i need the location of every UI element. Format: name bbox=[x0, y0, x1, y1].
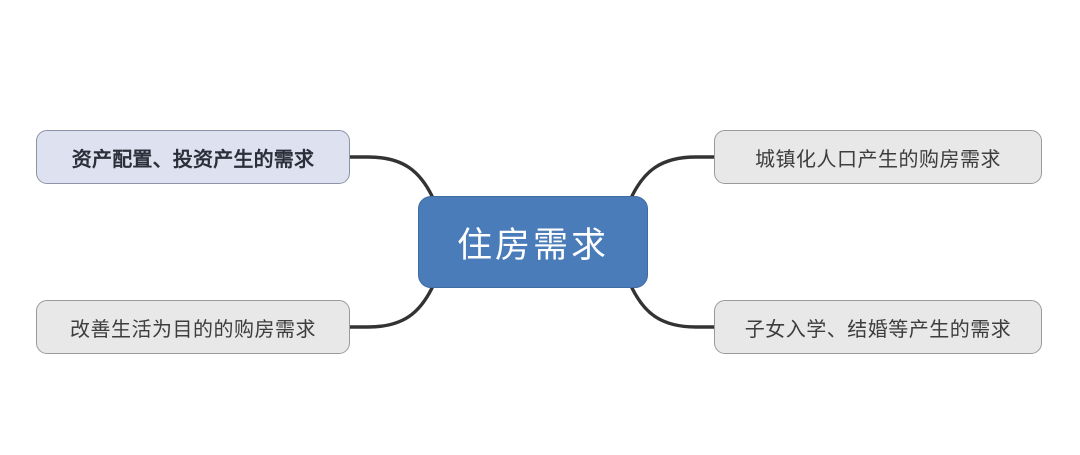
connector-top-left bbox=[348, 155, 434, 198]
branch-node-bottom-left[interactable]: 改善生活为目的的购房需求 bbox=[36, 300, 350, 354]
branch-node-top-right[interactable]: 城镇化人口产生的购房需求 bbox=[714, 130, 1042, 184]
branch-node-top-left[interactable]: 资产配置、投资产生的需求 bbox=[36, 130, 350, 184]
connector-bottom-left bbox=[348, 286, 434, 329]
branch-label-top-left: 资产配置、投资产生的需求 bbox=[71, 148, 315, 171]
branch-label-top-right: 城镇化人口产生的购房需求 bbox=[755, 148, 1001, 171]
branch-label-bottom-right: 子女入学、结婚等产生的需求 bbox=[744, 318, 1012, 341]
center-node-label: 住房需求 bbox=[456, 225, 609, 265]
center-node[interactable]: 住房需求 bbox=[418, 196, 648, 288]
connector-bottom-right bbox=[630, 286, 716, 329]
branch-label-bottom-left: 改善生活为目的的购房需求 bbox=[70, 318, 316, 341]
connector-top-right bbox=[630, 155, 716, 198]
branch-node-bottom-right[interactable]: 子女入学、结婚等产生的需求 bbox=[714, 300, 1042, 354]
